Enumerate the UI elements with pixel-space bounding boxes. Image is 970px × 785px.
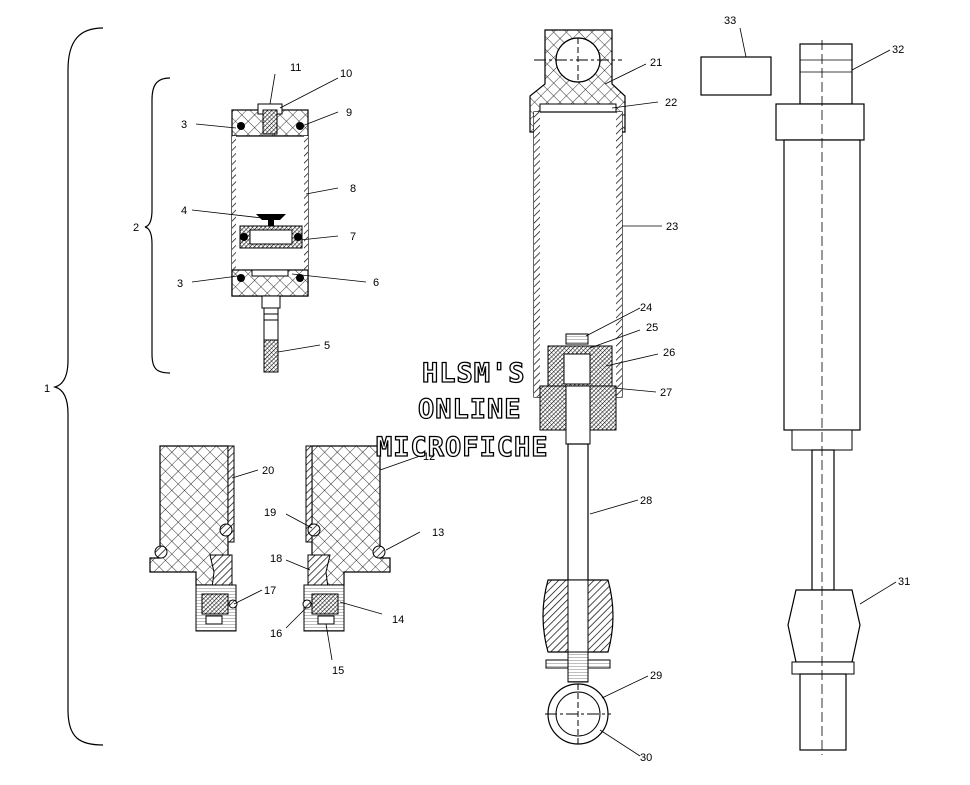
callout-23: 23 [666, 221, 678, 233]
brace-assembly-1 [52, 27, 104, 746]
callout-14: 14 [392, 614, 404, 626]
shock-section-view [529, 29, 626, 745]
watermark: HLSM'S ONLINE MICROFICHE [375, 357, 549, 463]
callout-15: 15 [332, 665, 344, 677]
callout-13: 13 [432, 527, 444, 539]
callout-16: 16 [270, 628, 282, 640]
callout-30: 30 [640, 752, 652, 764]
callout-9: 9 [346, 107, 352, 119]
callout-27: 27 [660, 387, 672, 399]
callout-11: 11 [290, 62, 301, 74]
callout-5: 5 [324, 340, 330, 352]
callout-32: 32 [892, 44, 904, 56]
callout-18: 18 [270, 553, 282, 565]
callout-7: 7 [350, 231, 356, 243]
callout-2: 2 [133, 222, 139, 234]
callout-4: 4 [181, 205, 187, 217]
callout-1: 1 [44, 383, 50, 395]
callout-22: 22 [665, 97, 677, 109]
callout-12: 12 [423, 451, 435, 463]
callouts: 1 2 3 3 4 5 6 7 8 9 10 11 12 13 14 15 16… [44, 15, 910, 764]
reservoir-assembly [231, 103, 309, 373]
callout-21: 21 [650, 57, 662, 69]
callout-29: 29 [650, 670, 662, 682]
callout-8: 8 [350, 183, 356, 195]
callout-6: 6 [373, 277, 379, 289]
callout-3-top: 3 [181, 119, 187, 131]
callout-25: 25 [646, 322, 658, 334]
brace-assembly-2 [144, 77, 171, 374]
callout-20: 20 [262, 465, 274, 477]
callout-33: 33 [724, 15, 736, 27]
callout-31: 31 [898, 576, 910, 588]
watermark-line-3: MICROFICHE [376, 432, 549, 463]
shock-external-view [700, 40, 865, 755]
watermark-line-2: ONLINE [418, 394, 522, 425]
callout-26: 26 [663, 347, 675, 359]
watermark-line-1: HLSM'S [422, 358, 526, 389]
callout-19: 19 [264, 507, 276, 519]
callout-28: 28 [640, 495, 652, 507]
callout-17: 17 [264, 585, 276, 597]
callout-3-bottom: 3 [177, 278, 183, 290]
leader-lines [191, 27, 897, 757]
seal-head-section [149, 445, 391, 632]
callout-10: 10 [340, 68, 352, 80]
callout-24: 24 [640, 302, 652, 314]
